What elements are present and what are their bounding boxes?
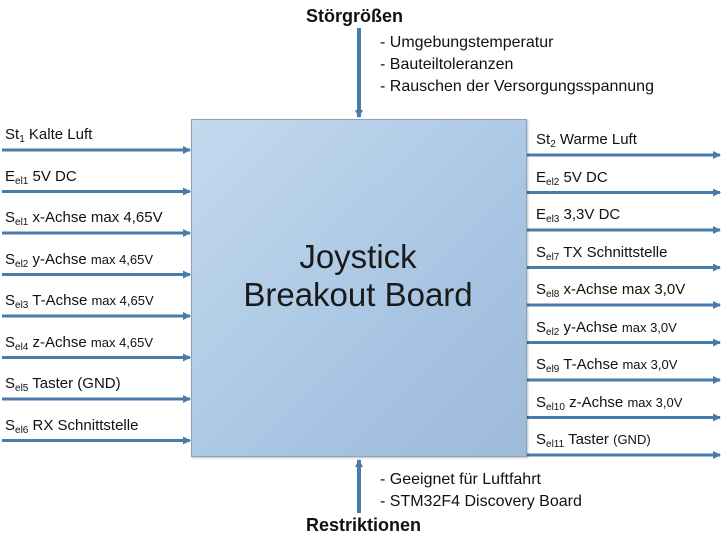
signal-symbol: St: [536, 131, 551, 148]
signal-description: TX Schnittstelle: [559, 243, 668, 261]
input-arrows: [2, 146, 191, 445]
signal-symbol: S: [5, 416, 16, 434]
disturbance-item: - Bauteiltoleranzen: [380, 56, 514, 73]
signal-range: max 3,0V: [622, 357, 678, 372]
input-label: Sel2 y-Achse max 4,65V: [5, 251, 153, 274]
signal-index: el1: [15, 175, 29, 187]
input-label: Sel6 RX Schnittstelle: [5, 417, 138, 440]
signal-description: y-Achse: [559, 318, 622, 336]
output-label: Sel7 TX Schnittstelle: [536, 244, 667, 267]
restrictions-list: - Geeignet für Luftfahrt - STM32F4 Disco…: [380, 469, 582, 513]
signal-description: Kalte Luft: [24, 126, 93, 143]
signal-description: 5V DC: [559, 168, 608, 186]
input-label: Sel3 T-Achse max 4,65V: [5, 292, 154, 315]
signal-description: x-Achse max 4,65V: [28, 209, 163, 226]
board-title-line1: Joystick: [299, 238, 417, 275]
output-label: Eel3 3,3V DC: [536, 206, 620, 229]
signal-range: max 4,65V: [90, 251, 154, 267]
board-title: Joystick Breakout Board: [191, 238, 525, 314]
signal-description: T-Achse: [28, 292, 92, 309]
signal-range: max 3,0V: [621, 319, 677, 335]
signal-range: max 4,65V: [91, 293, 154, 308]
signal-symbol: S: [536, 393, 547, 411]
signal-symbol: S: [536, 356, 547, 373]
output-label: Eel2 5V DC: [536, 169, 608, 192]
output-label: Sel10 z-Achse max 3,0V: [536, 394, 682, 417]
signal-description: x-Achse max 3,0V: [559, 281, 686, 298]
signal-description: 3,3V DC: [559, 206, 621, 223]
signal-symbol: E: [536, 168, 547, 186]
signal-range: max 3,0V: [627, 394, 683, 410]
signal-symbol: S: [5, 333, 16, 351]
joystick-breakout-board: [191, 119, 527, 457]
signal-symbol: St: [5, 126, 20, 143]
signal-symbol: S: [5, 292, 16, 309]
signal-symbol: S: [536, 281, 547, 298]
signal-index: 2: [550, 139, 556, 150]
output-label: Sel2 y-Achse max 3,0V: [536, 319, 677, 342]
signal-index: 1: [19, 134, 25, 145]
signal-index: el10: [546, 401, 565, 413]
signal-description: y-Achse: [28, 250, 91, 268]
signal-index: el3: [15, 300, 29, 311]
signal-symbol: E: [536, 206, 547, 223]
signal-symbol: E: [5, 167, 16, 185]
signal-description: z-Achse: [564, 393, 628, 411]
signal-description: T-Achse: [559, 356, 623, 373]
disturbance-item: - Umgebungstemperatur: [380, 34, 554, 51]
disturbance-item: - Rauschen der Versorgungsspannung: [380, 78, 654, 95]
output-label: Sel11 Taster (GND): [536, 431, 651, 454]
restriction-item: - Geeignet für Luftfahrt: [380, 471, 541, 488]
signal-index: el2: [15, 258, 29, 270]
restriction-item: - STM32F4 Discovery Board: [380, 493, 582, 510]
signal-description: z-Achse: [28, 333, 91, 351]
input-label: Sel1 x-Achse max 4,65V: [5, 209, 163, 232]
disturbances-title: Störgrößen: [306, 6, 403, 26]
output-label: Sel8 x-Achse max 3,0V: [536, 281, 685, 304]
signal-description: Warme Luft: [555, 131, 637, 148]
signal-index: el2: [546, 326, 560, 338]
signal-symbol: S: [5, 250, 16, 268]
input-label: Sel4 z-Achse max 4,65V: [5, 334, 153, 357]
signal-symbol: S: [536, 243, 547, 261]
input-label: Sel5 Taster (GND): [5, 375, 121, 398]
signal-range: max 4,65V: [90, 334, 154, 350]
signal-symbol: S: [5, 209, 16, 226]
signal-description: Taster: [564, 431, 614, 448]
signal-index: el6: [15, 424, 29, 436]
signal-index: el9: [546, 364, 560, 375]
signal-description: Taster (GND): [28, 375, 121, 392]
signal-symbol: S: [536, 318, 547, 336]
signal-index: el1: [15, 217, 29, 228]
restrictions-title: Restriktionen: [306, 515, 422, 535]
input-label: St1 Kalte Luft: [5, 126, 92, 149]
signal-symbol: S: [5, 375, 16, 392]
signal-index: el4: [15, 341, 29, 353]
signal-description: RX Schnittstelle: [28, 416, 139, 434]
output-label: Sel9 T-Achse max 3,0V: [536, 356, 677, 379]
signal-index: el5: [15, 383, 29, 394]
signal-symbol: S: [536, 431, 547, 448]
input-label: Eel1 5V DC: [5, 168, 77, 191]
signal-description: 5V DC: [28, 167, 77, 185]
signal-index: el7: [546, 251, 560, 263]
board-title-line2: Breakout Board: [243, 276, 473, 313]
signal-index: el11: [546, 439, 565, 450]
signal-index: el2: [546, 176, 560, 188]
output-label: St2 Warme Luft: [536, 131, 637, 154]
signal-index: el8: [546, 289, 560, 300]
signal-index: el3: [546, 214, 560, 225]
signal-range: (GND): [613, 432, 651, 447]
disturbances-list: - Umgebungstemperatur - Bauteiltoleranze…: [380, 32, 654, 98]
output-arrows: [527, 151, 721, 459]
